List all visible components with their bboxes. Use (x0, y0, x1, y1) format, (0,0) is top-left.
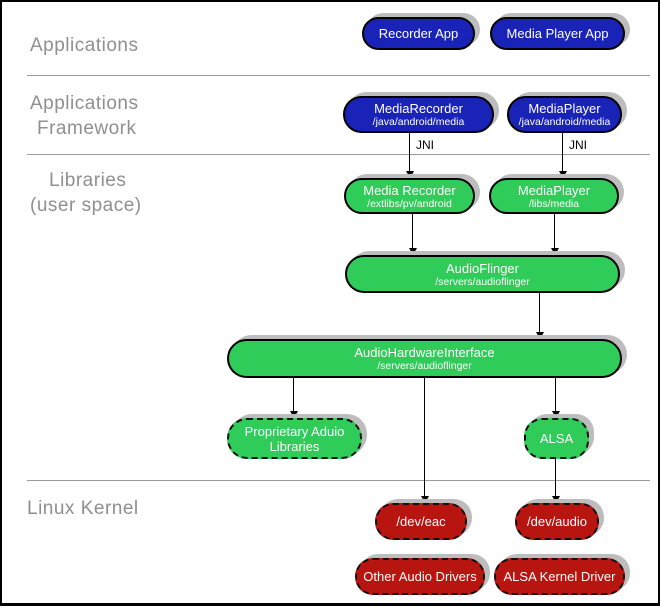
node-mediaplayer-lib: MediaPlayer /libs/media (489, 178, 619, 214)
node-path: /java/android/media (518, 116, 611, 128)
section-label-libraries: Libraries (user space) (30, 168, 142, 218)
node-recorder-app: Recorder App (362, 17, 475, 50)
node-label: AudioHardwareInterface (354, 345, 495, 360)
node-dev-eac: /dev/eac (375, 503, 467, 540)
section-label-line: Linux Kernel (27, 498, 139, 519)
arrow-hwinterface-to-alsa (551, 378, 560, 418)
node-audioflinger: AudioFlinger /servers/audioflinger (345, 255, 620, 293)
node-label: /dev/audio (527, 514, 587, 529)
node-audio-hardware-interface: AudioHardwareInterface /servers/audiofli… (227, 339, 622, 378)
arrow-mediarecorder-to-audioflinger (408, 214, 417, 255)
arrow-alsa-to-dev-audio (551, 459, 560, 503)
arrow-mediarecorder-jni (405, 133, 414, 178)
node-label: Media Recorder (363, 182, 456, 198)
node-path: /java/android/media (372, 116, 465, 128)
node-path: /servers/audioflinger (377, 360, 472, 372)
node-media-player-app: Media Player App (490, 17, 625, 50)
divider-framework (27, 154, 650, 155)
node-other-audio-drivers: Other Audio Drivers (355, 558, 485, 595)
node-path: /servers/audioflinger (435, 275, 530, 288)
node-label: ALSA (539, 431, 574, 446)
node-mediaplayer-framework: MediaPlayer /java/android/media (507, 96, 622, 133)
node-alsa: ALSA (524, 418, 589, 459)
jni-label-right: JNI (569, 138, 587, 152)
divider-applications (27, 75, 650, 76)
arrow-hwinterface-to-proprietary (289, 378, 298, 418)
node-label: AudioFlinger (446, 260, 519, 276)
section-label-applications: Applications (30, 33, 138, 58)
section-label-line: Applications (30, 35, 139, 56)
node-path: /extlibs/pv/android (367, 197, 452, 210)
node-label: ALSA Kernel Driver (503, 569, 616, 584)
node-label: /dev/eac (396, 514, 446, 529)
jni-label-left: JNI (416, 138, 434, 152)
section-label-line: Framework (37, 118, 137, 139)
node-mediarecorder-framework: MediaRecorder /java/android/media (343, 96, 494, 133)
node-label: Recorder App (378, 26, 459, 41)
arrow-mediaplayer-to-audioflinger (550, 214, 559, 255)
arrow-mediaplayer-jni (558, 133, 567, 178)
node-label: Other Audio Drivers (363, 569, 477, 584)
arrow-audioflinger-to-hwinterface (535, 293, 544, 339)
node-alsa-kernel-driver: ALSA Kernel Driver (494, 558, 625, 595)
node-label: MediaPlayer (528, 101, 601, 116)
section-label-line: (user space) (30, 195, 142, 216)
section-label-line: Applications (30, 93, 139, 114)
arrow-hwinterface-to-dev-eac (420, 378, 429, 503)
divider-kernel (27, 480, 650, 481)
section-label-applications-framework: Applications Framework (30, 91, 138, 141)
node-media-recorder-lib: Media Recorder /extlibs/pv/android (344, 178, 475, 214)
node-label: Proprietary Aduio (244, 423, 345, 439)
node-label: MediaPlayer (517, 182, 591, 198)
section-label-linux-kernel: Linux Kernel (27, 496, 139, 521)
node-path: /libs/media (528, 197, 580, 210)
node-label: Libraries (269, 438, 320, 454)
node-proprietary-audio-libraries: Proprietary Aduio Libraries (227, 418, 362, 459)
section-label-line: Libraries (49, 170, 127, 191)
node-label: Media Player App (506, 26, 609, 41)
node-dev-audio: /dev/audio (515, 503, 599, 540)
node-label: MediaRecorder (374, 101, 463, 116)
